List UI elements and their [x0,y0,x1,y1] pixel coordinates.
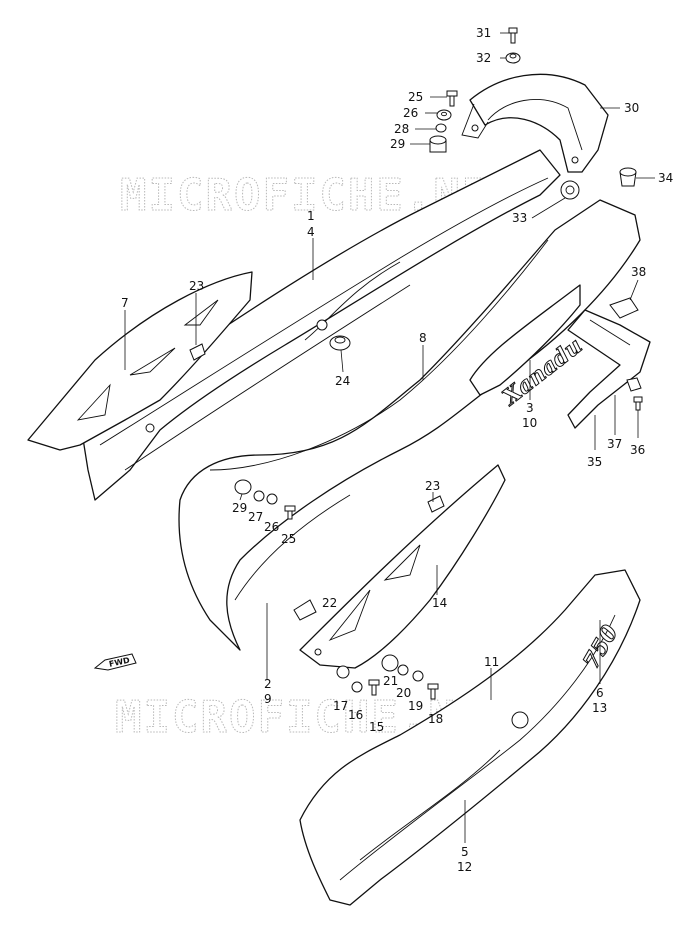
part-18-bolt [427,683,439,700]
callout-16: 16 [348,708,363,722]
callout-5: 5 [461,845,469,859]
callout-27: 27 [248,510,263,524]
callout-22: 22 [322,596,337,610]
callout-4: 4 [307,225,315,239]
part-35-rear-cover [567,309,651,429]
part-29-grommet-mid [234,479,252,495]
callout-28: 28 [394,122,409,136]
part-33-cushion [560,180,580,200]
callout-29-mid: 29 [232,501,247,515]
part-16-collar [351,681,363,693]
part-22-clamp [293,599,317,621]
callout-12: 12 [457,860,472,874]
part-17-washer [336,665,350,679]
callout-2: 2 [264,677,272,691]
callout-32: 32 [476,51,491,65]
callout-26: 26 [403,106,418,120]
callout-37: 37 [607,437,622,451]
part-14-inner-plate [299,464,506,669]
callout-11: 11 [484,655,499,669]
part-23-pad-mid [427,495,445,513]
callout-8: 8 [419,331,427,345]
part-37-nut [626,377,642,392]
callout-34: 34 [658,171,673,185]
callout-3: 3 [526,401,534,415]
callout-7: 7 [121,296,129,310]
callout-13: 13 [592,701,607,715]
leader-lines [124,32,655,843]
part-23-pad-top [189,343,206,361]
callout-23-mid: 23 [425,479,440,493]
callout-14: 14 [432,596,447,610]
part-1-4-frame-cover [79,149,561,501]
part-25-bolt-top [446,90,458,107]
part-15-bolt [368,679,380,696]
callout-38: 38 [631,265,646,279]
callout-25-mid: 25 [281,532,296,546]
callout-labels: 31 32 30 25 26 28 29 34 33 1 4 38 7 23 8… [121,26,673,874]
part-21-grommet [381,654,399,672]
part-32-cushion [505,52,521,64]
part-38-clip [609,297,639,319]
callout-25: 25 [408,90,423,104]
part-26-washer-mid [266,493,278,505]
callout-24: 24 [335,374,350,388]
part-31-screw [508,27,518,44]
callout-35: 35 [587,455,602,469]
part-30-rear-bracket [461,73,609,173]
callout-18: 18 [428,712,443,726]
callout-26-mid: 26 [264,520,279,534]
part-20-collar [397,664,409,676]
callout-23: 23 [189,279,204,293]
callout-17: 17 [333,699,348,713]
part-25-bolt-mid [284,505,296,520]
callout-30: 30 [624,101,639,115]
part-34-grommet [619,167,637,187]
part-29-grommet-top [429,135,447,153]
callout-36: 36 [630,443,645,457]
callout-33: 33 [512,211,527,225]
part-24-grommet [329,335,351,351]
callout-9: 9 [264,692,272,706]
callout-1: 1 [307,209,315,223]
part-26-washer-top [436,109,452,121]
fwd-arrow-icon: FWD [93,653,137,671]
part-8-main-side-cover [178,199,641,651]
fwd-label: FWD [108,656,131,669]
part-36-screw [633,396,643,411]
part-28-collar [435,123,447,133]
callout-19: 19 [408,699,423,713]
callout-21: 21 [383,674,398,688]
callout-15: 15 [369,720,384,734]
part-19-washer [412,670,424,682]
callout-20: 20 [396,686,411,700]
callout-29: 29 [390,137,405,151]
callout-10: 10 [522,416,537,430]
part-27-collar [253,490,265,502]
callout-6: 6 [596,686,604,700]
callout-31: 31 [476,26,491,40]
